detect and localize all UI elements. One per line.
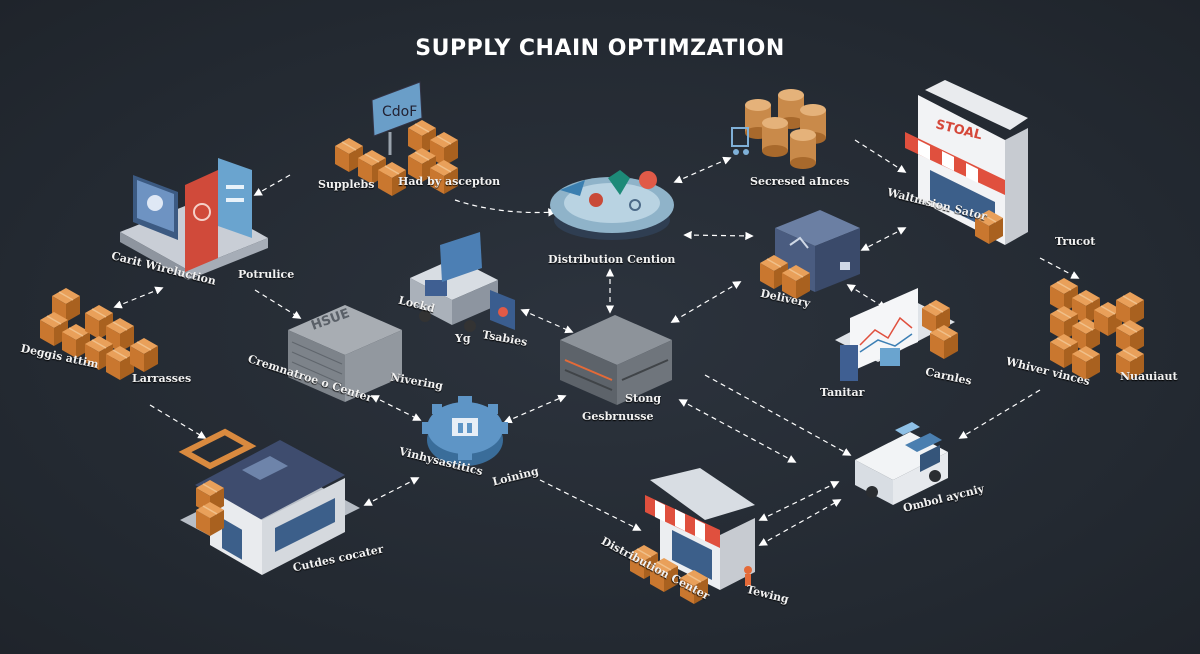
arrow xyxy=(520,308,574,334)
inventory-stack-left-icon xyxy=(39,287,159,381)
arrow xyxy=(149,404,207,439)
arrow xyxy=(854,139,907,173)
arrow xyxy=(254,289,302,319)
label-tanitar: Tanitar xyxy=(820,386,865,399)
distribution-shop-icon xyxy=(629,468,755,605)
label-larrasses: Larrasses xyxy=(132,372,192,385)
label-distribution-centon: Distribution Cention xyxy=(548,253,676,266)
arrow xyxy=(846,284,887,309)
arrow xyxy=(673,156,732,184)
label-suppliers: Supplebs xyxy=(318,178,375,191)
arrow xyxy=(1039,257,1080,279)
forklift-icon xyxy=(410,232,515,332)
delivery-van-icon xyxy=(855,422,948,505)
label-secresed-arnces: Secresed aInces xyxy=(750,175,850,188)
arrow xyxy=(683,230,754,241)
label-yg: Yg xyxy=(455,332,471,345)
arrow xyxy=(253,174,291,196)
arrow xyxy=(860,227,907,251)
arrow xyxy=(958,389,1041,439)
retail-store-icon: STOAL xyxy=(905,80,1028,245)
arrow xyxy=(539,479,642,531)
arrow xyxy=(503,394,567,424)
arrow xyxy=(454,199,557,217)
distribution-hub-icon xyxy=(550,170,674,240)
arrow xyxy=(370,395,422,421)
arrow xyxy=(758,499,842,546)
central-server-icon xyxy=(560,315,672,405)
arrow xyxy=(678,399,797,463)
arrow xyxy=(670,281,742,323)
supplier-boxes-icon: CdoF xyxy=(334,81,459,197)
dashboard-panel-icon xyxy=(835,288,959,381)
label-stong: Stong xyxy=(625,392,662,405)
label-gesbmusse: Gesbrnusse xyxy=(582,410,654,423)
arrow xyxy=(704,374,852,456)
storage-barrels-icon xyxy=(731,89,826,169)
diagram-title: SUPPLY CHAIN OPTIMZATION xyxy=(415,36,785,61)
label-had-by-ascepton: Had by ascepton xyxy=(398,175,501,188)
arrow xyxy=(113,286,164,309)
inventory-stack-right-icon xyxy=(1049,277,1145,381)
label-trucot: Trucot xyxy=(1055,235,1096,248)
office-building-icon xyxy=(178,428,360,575)
connector-arrows xyxy=(113,139,1080,546)
delivery-package-icon xyxy=(759,210,860,300)
arrow xyxy=(363,477,420,506)
gear-icon xyxy=(422,396,508,466)
label-nuauiaut: Nuauiaut xyxy=(1120,370,1178,383)
arrow xyxy=(758,481,840,521)
label-potrulice: Potrulice xyxy=(238,268,295,281)
supplier-sign-text: CdoF xyxy=(382,104,417,120)
computer-station-icon xyxy=(120,158,268,280)
